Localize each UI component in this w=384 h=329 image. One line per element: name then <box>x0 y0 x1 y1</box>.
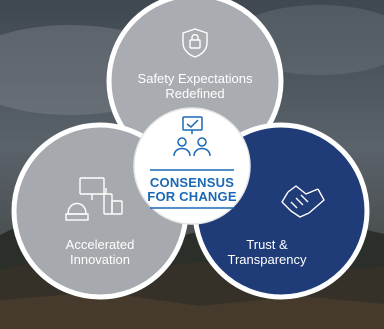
center-title-line2: FOR CHANGE <box>147 189 237 204</box>
devices-icon <box>65 177 123 221</box>
innovation-label-line1: Accelerated <box>65 237 135 252</box>
safety-label-line2: Redefined <box>165 86 225 101</box>
innovation-label: Accelerated Innovation <box>45 237 155 267</box>
safety-label-line1: Safety Expectations <box>137 71 253 86</box>
center-circle <box>133 107 251 225</box>
center-title-line1: CONSENSUS <box>149 175 235 190</box>
center-title: CONSENSUS FOR CHANGE <box>137 176 247 204</box>
handshake-icon <box>281 185 325 218</box>
trust-label: Trust & Transparency <box>212 237 322 267</box>
safety-label: Safety Expectations Redefined <box>115 71 275 101</box>
trust-label-line1: Trust & <box>246 237 288 252</box>
trust-label-line2: Transparency <box>227 252 307 267</box>
innovation-label-line2: Innovation <box>70 252 130 267</box>
badge-lock-icon <box>182 28 208 58</box>
people-consensus-icon <box>173 116 211 157</box>
